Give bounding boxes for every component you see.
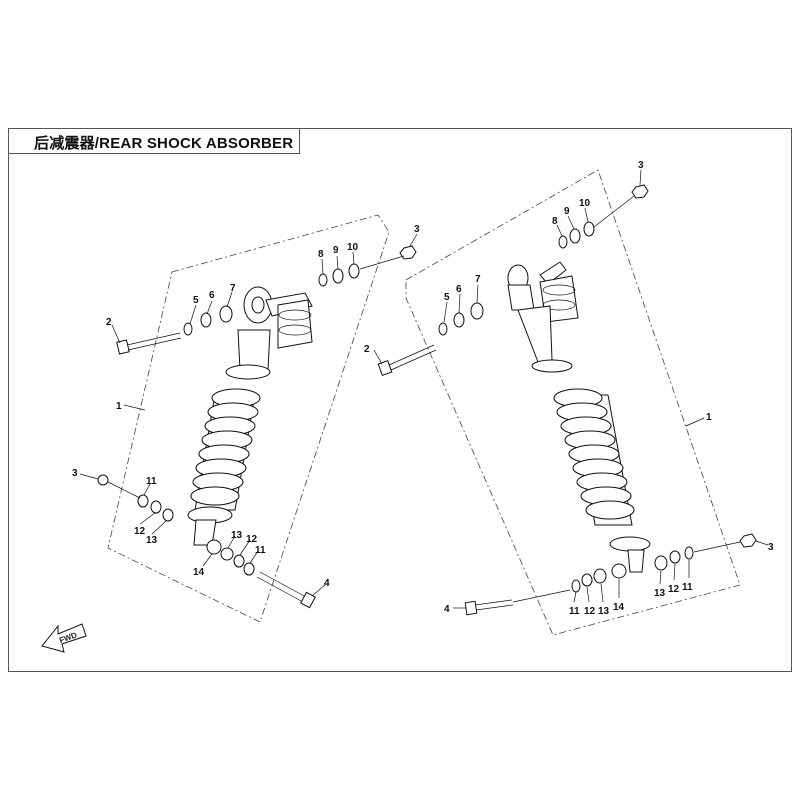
- left-label-11a: 11: [146, 476, 157, 487]
- left-ring-12b: [233, 554, 245, 568]
- right-bushing-7: [470, 302, 484, 320]
- fwd-arrow-icon: FWD: [41, 623, 87, 653]
- right-label-5: 5: [444, 292, 450, 303]
- left-label-6: 6: [209, 290, 215, 301]
- left-label-3-top: 3: [414, 224, 420, 235]
- left-ring-12a: [150, 500, 162, 514]
- left-label-13b: 13: [231, 530, 243, 541]
- left-bushing-11b: [243, 562, 255, 576]
- right-ring-12a: [581, 573, 593, 587]
- left-ring-9: [332, 268, 344, 284]
- right-label-6: 6: [456, 284, 462, 295]
- right-nut-top: [631, 184, 649, 199]
- right-label-11b: 11: [682, 582, 693, 593]
- left-label-3-bottom: 3: [72, 468, 78, 479]
- left-label-5: 5: [193, 295, 199, 306]
- right-shock-top-mount: [507, 261, 579, 373]
- right-label-11a: 11: [569, 606, 580, 617]
- left-nut-top: [399, 245, 417, 260]
- right-coil-spring: [553, 388, 651, 573]
- right-label-3-bottom: 3: [768, 542, 774, 553]
- left-washer-13b: [220, 547, 234, 561]
- right-ring-6: [453, 312, 465, 328]
- right-label-13b: 13: [654, 588, 666, 599]
- right-label-4: 4: [444, 604, 450, 615]
- right-label-13a: 13: [598, 606, 610, 617]
- left-label-14: 14: [193, 567, 205, 578]
- left-coil-spring: [187, 388, 261, 546]
- right-label-10: 10: [579, 198, 591, 209]
- left-bushing-10: [348, 263, 360, 279]
- left-bushing-14: [206, 539, 222, 555]
- left-label-12b: 12: [246, 534, 258, 545]
- left-label-8: 8: [318, 249, 324, 260]
- left-washer-8: [318, 273, 328, 287]
- right-bushing-11a: [571, 579, 581, 593]
- left-shock-top-mount: [225, 286, 313, 380]
- right-assembly: 2 5 6 7 8 9 10 3 1 3 4 11 12 13 14 13 12…: [364, 160, 774, 636]
- right-washer-13b: [654, 555, 668, 571]
- right-label-3-top: 3: [638, 160, 644, 171]
- title-box: [8, 128, 300, 154]
- left-washer-13a: [162, 508, 174, 522]
- left-bottom-bolt: [256, 571, 316, 609]
- left-label-13a: 13: [146, 535, 158, 546]
- right-label-9: 9: [564, 206, 570, 217]
- left-label-12a: 12: [134, 526, 146, 537]
- right-label-8: 8: [552, 216, 558, 227]
- page-title: 后减震器/REAR SHOCK ABSORBER: [34, 135, 294, 152]
- left-ring-6: [200, 312, 212, 328]
- left-label-9: 9: [333, 245, 339, 256]
- left-bushing-11a: [137, 494, 149, 508]
- left-label-10: 10: [347, 242, 359, 253]
- left-assembly-boundary: [107, 214, 390, 623]
- left-nut-bottom: [97, 474, 109, 486]
- right-label-1: 1: [706, 412, 712, 423]
- right-bottom-bolt: [464, 589, 571, 616]
- right-label-12b: 12: [668, 584, 680, 595]
- right-top-bolt: [377, 344, 437, 376]
- right-ring-12b: [669, 550, 681, 564]
- left-bushing-7: [219, 305, 233, 323]
- left-label-1: 1: [116, 401, 122, 412]
- right-label-12a: 12: [584, 606, 596, 617]
- right-bushing-14: [611, 563, 627, 579]
- right-label-7: 7: [475, 274, 481, 285]
- left-label-2: 2: [106, 317, 112, 328]
- left-label-7: 7: [230, 283, 236, 294]
- right-bushing-10: [583, 221, 595, 237]
- right-ring-9: [569, 228, 581, 244]
- right-nut-bottom: [739, 533, 757, 548]
- left-bushing-5: [183, 322, 193, 336]
- left-label-11b: 11: [255, 545, 266, 556]
- right-bushing-5: [438, 322, 448, 336]
- right-label-2: 2: [364, 344, 370, 355]
- diagram-frame: [8, 128, 792, 672]
- left-top-bolt: [116, 332, 182, 355]
- left-label-4: 4: [324, 578, 330, 589]
- right-assembly-boundary: [405, 169, 741, 636]
- right-washer-13a: [593, 568, 607, 584]
- right-label-14: 14: [613, 602, 625, 613]
- right-washer-8: [558, 235, 568, 249]
- left-assembly: 2 5 6 7 8 9 10 3 1 3 11 12 13 14 13 12 1…: [72, 214, 420, 623]
- right-bushing-11b: [684, 546, 694, 560]
